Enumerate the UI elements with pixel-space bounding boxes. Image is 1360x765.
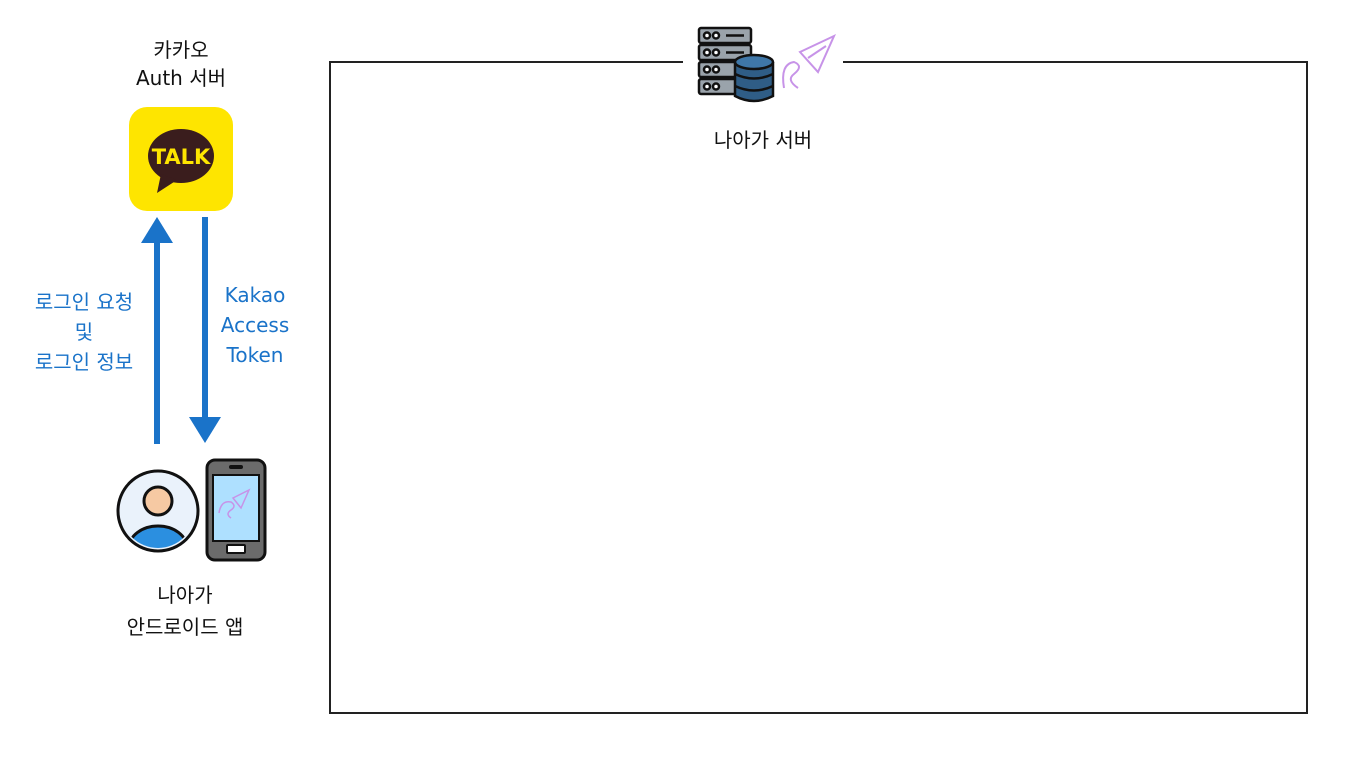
request-line3: 로그인 정보: [34, 350, 134, 374]
android-app-line1: 나아가: [157, 583, 213, 607]
request-line1: 로그인 요청: [34, 290, 134, 314]
naaga-app-logo-icon: [218, 488, 251, 519]
token-line2: Access: [220, 313, 290, 337]
logo-text: TALK: [152, 145, 211, 169]
request-line2: 및: [74, 320, 94, 344]
up-arrow: [141, 217, 173, 444]
android-app-line2: 안드로이드 앱: [126, 615, 244, 639]
down-arrow: [189, 217, 221, 443]
token-line3: Token: [226, 343, 284, 367]
access-token-label: Kakao Access Token: [210, 280, 300, 370]
kakao-server-line2: Auth 서버: [135, 66, 227, 90]
database-icon: [733, 53, 775, 103]
android-app-title: 나아가 안드로이드 앱: [90, 579, 280, 643]
kakao-server-line1: 카카오: [153, 38, 209, 62]
kakaotalk-logo-icon: TALK: [129, 107, 233, 211]
smartphone-icon: [205, 458, 267, 562]
login-request-label: 로그인 요청 및 로그인 정보: [14, 287, 154, 377]
flow-arrows: [141, 217, 221, 444]
speech-bubble-icon: TALK: [148, 129, 214, 193]
user-avatar-icon: [116, 469, 200, 553]
server-database-icon: [697, 26, 775, 103]
naaga-server-frame: [329, 61, 1308, 714]
naaga-server-label: 나아가 서버: [713, 128, 813, 152]
naaga-logo-icon: [782, 33, 837, 89]
kakao-server-title: 카카오 Auth 서버: [100, 36, 262, 92]
token-line1: Kakao: [224, 283, 286, 307]
